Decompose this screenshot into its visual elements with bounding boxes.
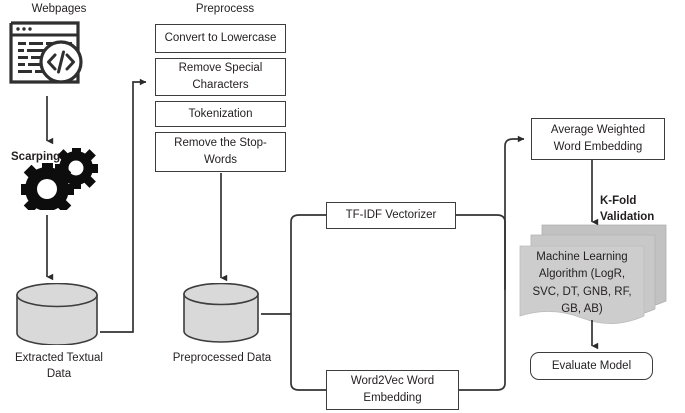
gears-icon bbox=[14, 148, 106, 215]
webpages-label: Webpages bbox=[31, 3, 87, 15]
preprocess-step-remove-special-characters[interactable]: Remove Special Characters bbox=[155, 58, 286, 96]
preprocess-step-remove-stop-words[interactable]: Remove the Stop- Words bbox=[155, 132, 286, 172]
webpage-code-icon bbox=[8, 20, 86, 92]
connector-preprocessed-to-vectorizers bbox=[261, 214, 326, 315]
arrow-extracted-to-preprocess bbox=[100, 78, 147, 333]
k-fold-validation-label: K-Fold Validation bbox=[600, 195, 655, 223]
preprocess-step-convert-to-lowercase[interactable]: Convert to Lowercase bbox=[155, 24, 286, 53]
preprocessed-data-label: Preprocessed Data bbox=[172, 352, 272, 364]
ml-algorithm-stack-label: Machine Learning Algorithm (LogR, SVC, D… bbox=[532, 251, 632, 315]
preprocess-step-tokenization[interactable]: Tokenization bbox=[155, 101, 286, 127]
ml-algorithm-stack[interactable]: Machine Learning Algorithm (LogR, SVC, D… bbox=[519, 223, 669, 325]
evaluate-model-box[interactable]: Evaluate Model bbox=[530, 352, 653, 380]
scarping-label: Scarping bbox=[11, 151, 61, 163]
connector-word2vec-to-merge bbox=[459, 290, 506, 391]
database-cylinder-icon-extracted bbox=[14, 282, 100, 346]
word2vec-embedding-box[interactable]: Word2Vec Word Embedding bbox=[326, 370, 459, 410]
preprocess-label: Preprocess bbox=[195, 3, 255, 15]
tfidf-vectorizer-box[interactable]: TF-IDF Vectorizer bbox=[326, 202, 456, 229]
extracted-textual-data-label: Extracted Textual Data bbox=[14, 352, 103, 380]
database-cylinder-icon-preprocessed bbox=[181, 282, 261, 343]
connector-tfidf-to-merge bbox=[456, 214, 506, 290]
average-weighted-word-embedding-box[interactable]: Average Weighted Word Embedding bbox=[531, 118, 665, 160]
connector-preprocessed-to-word2vec bbox=[290, 314, 326, 391]
